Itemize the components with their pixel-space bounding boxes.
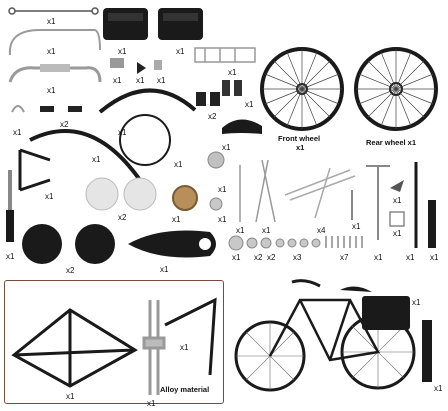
qty-screw: x1 xyxy=(352,222,361,231)
qty-fork-bracket: x1 xyxy=(45,192,54,201)
qty-pegs: x1 xyxy=(262,226,271,235)
qty-rack-rods: x4 xyxy=(317,226,326,235)
stand-rod xyxy=(428,200,436,248)
qty-nut: x1 xyxy=(218,215,227,224)
pump xyxy=(422,320,432,382)
qty-tall-rod: x1 xyxy=(406,253,415,262)
rack-rods xyxy=(284,167,356,219)
qty-fork: x1 xyxy=(147,399,156,408)
qty-saddle: x1 xyxy=(222,143,231,152)
caption-rear-wheel: Rear wheel x1 xyxy=(366,138,417,147)
kickstand-rod xyxy=(8,7,99,15)
qty-rear-rack: x1 xyxy=(228,68,237,77)
triangle-piece xyxy=(137,62,146,74)
assembled-bike xyxy=(234,279,416,392)
qty-gear: x1 xyxy=(172,215,181,224)
caption-alloy-material: Alloy material xyxy=(160,385,210,394)
bracket-hook xyxy=(389,211,405,227)
qty-screwdriver: x1 xyxy=(6,252,15,261)
front-wheel xyxy=(260,47,344,131)
disc-black-2 xyxy=(75,224,115,264)
caption-front-wheel-qty: x1 xyxy=(296,143,305,152)
qty-chain-loop: x1 xyxy=(118,128,127,137)
qty-tall-screw: x1 xyxy=(374,253,383,262)
grip-right xyxy=(68,106,82,112)
qty-nuts-a: x1 xyxy=(232,253,241,262)
qty-shift-lever: x1 xyxy=(393,196,402,205)
screw-t xyxy=(366,165,390,240)
qty-bolt-small: x1 xyxy=(157,76,166,85)
qty-grips: x2 xyxy=(60,120,69,129)
saddle-bags xyxy=(103,8,203,40)
bolt-small xyxy=(154,60,162,70)
qty-pump: x1 xyxy=(434,384,443,393)
chain-guard xyxy=(128,230,216,258)
qty-discs-black: x2 xyxy=(66,266,75,275)
qty-kickstand: x1 xyxy=(47,17,56,26)
frame xyxy=(11,308,138,388)
alloy-frame-box xyxy=(4,280,224,404)
qty-nut-gear: x1 xyxy=(218,185,227,194)
qty-disc-white: x2 xyxy=(118,213,127,222)
qty-chain-guard: x1 xyxy=(160,265,169,274)
screwdriver xyxy=(6,170,14,242)
clip xyxy=(11,105,25,113)
qty-bag: x1 xyxy=(412,298,421,307)
frame-small xyxy=(164,297,217,376)
qty-bracket-small: x1 xyxy=(113,76,122,85)
qty-bracket-hook: x1 xyxy=(393,229,402,238)
qty-clip: x1 xyxy=(13,128,22,137)
qty-triangle-piece: x1 xyxy=(136,76,145,85)
qty-pedal-set: x2 xyxy=(208,112,217,121)
qty-nuts-b: x2 xyxy=(254,253,263,262)
fork-silver xyxy=(142,300,166,395)
grip-left xyxy=(40,106,54,112)
nuts-row xyxy=(228,235,321,251)
gear xyxy=(172,185,198,211)
spoke-rods xyxy=(239,159,276,223)
rear-wheel xyxy=(354,47,438,131)
pedal-set xyxy=(196,92,220,106)
fender-rear xyxy=(29,129,142,182)
qty-frame: x1 xyxy=(66,392,75,401)
qty-fender-front: x1 xyxy=(174,160,183,169)
nut-gear xyxy=(207,151,225,169)
disc-white-2 xyxy=(123,177,157,211)
seat-post-bracket xyxy=(222,80,242,96)
rear-rack xyxy=(194,47,256,63)
qty-nuts-d: x2 xyxy=(267,253,276,262)
qty-seat-post: x1 xyxy=(245,100,254,109)
screws-row xyxy=(325,236,363,248)
qty-saddle-bag-right: x1 xyxy=(176,47,185,56)
nut-single xyxy=(209,197,223,211)
shift-lever xyxy=(390,180,404,192)
qty-fender-rear: x1 xyxy=(92,155,101,164)
qty-frame-small: x1 xyxy=(180,343,189,352)
qty-spoke-rod: x1 xyxy=(236,226,245,235)
saddle xyxy=(222,119,262,134)
disc-white-1 xyxy=(85,177,119,211)
brake-rod xyxy=(8,29,101,56)
caption-front-wheel: Front wheel xyxy=(278,134,321,143)
qty-brake-rod: x1 xyxy=(47,47,56,56)
bracket-small xyxy=(110,58,124,68)
handlebar xyxy=(8,64,102,83)
fender-front xyxy=(98,88,197,114)
disc-black-1 xyxy=(22,224,62,264)
qty-nuts-c: x3 xyxy=(293,253,302,262)
qty-stand-rod: x1 xyxy=(430,253,439,262)
chain-loop xyxy=(119,114,171,166)
qty-saddle-bag-left: x1 xyxy=(118,47,127,56)
qty-handlebar: x1 xyxy=(47,86,56,95)
fork-bracket xyxy=(18,148,51,192)
qty-screws-row: x7 xyxy=(340,253,349,262)
